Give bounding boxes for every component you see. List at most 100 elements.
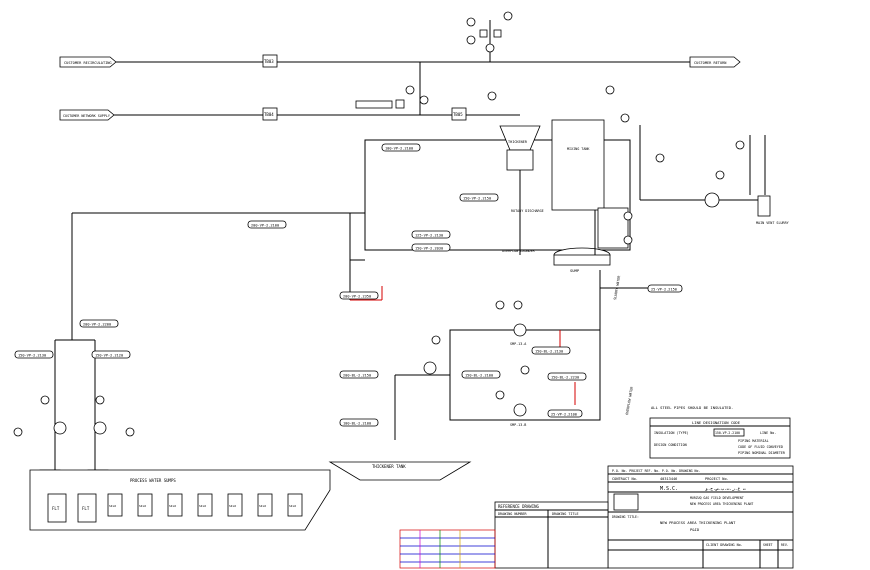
- svg-text:FLT: FLT: [82, 506, 90, 511]
- svg-text:CUSTOMER RECIRCULATING: CUSTOMER RECIRCULATING: [64, 61, 112, 65]
- line-tag: 100-VP-2.2100: [381, 143, 421, 152]
- svg-text:LINE No.: LINE No.: [760, 431, 776, 435]
- svg-text:M.S.C.: M.S.C.: [660, 486, 678, 492]
- sump-silos: SILO SILO SILO SILO SILO SILO SILO: [107, 493, 303, 517]
- left-pump-group: [13, 339, 135, 479]
- svg-text:200-VP-2.2350: 200-VP-2.2350: [343, 294, 371, 298]
- stream-label-left-top: CUSTOMER RECIRCULATING: [59, 56, 117, 68]
- line-tag: 200-VP-2.2100: [247, 220, 287, 229]
- svg-text:SUMP: SUMP: [570, 268, 580, 273]
- svg-text:ت ع.ر.ت.ب.ص.ح.و: ت ع.ر.ت.ب.ص.ح.و: [705, 487, 746, 492]
- svg-text:CUSTOMER RETURN: CUSTOMER RETURN: [694, 61, 726, 65]
- svg-text:SILO: SILO: [169, 504, 176, 508]
- svg-text:SILO: SILO: [289, 504, 296, 508]
- svg-text:ROTARY DISCHARGE: ROTARY DISCHARGE: [511, 209, 544, 213]
- line-tag: 150-VP-2.2150: [459, 193, 499, 202]
- svg-text:SILO: SILO: [109, 504, 116, 508]
- svg-text:25-VP-2.2150: 25-VP-2.2150: [651, 287, 677, 291]
- svg-text:150-VP-2.2030: 150-VP-2.2030: [415, 246, 443, 250]
- svg-text:DRAWING TITLE: DRAWING TITLE: [552, 512, 579, 516]
- line-tag: 25-VP-2.2100: [547, 409, 583, 418]
- svg-text:CLIENT DRAWING No.: CLIENT DRAWING No.: [706, 543, 743, 547]
- svg-text:TB04: TB04: [264, 112, 274, 117]
- line-tag: 150-BL-2.2130: [531, 346, 571, 355]
- svg-text:40313446: 40313446: [660, 477, 677, 481]
- svg-text:150-VP-2.2120: 150-VP-2.2120: [95, 353, 123, 357]
- svg-text:150-VP-2.2100: 150-VP-2.2100: [715, 431, 740, 435]
- line-tag: 200-VP-2.2200: [79, 319, 119, 328]
- svg-text:REFERENCE DRAWING: REFERENCE DRAWING: [498, 504, 540, 509]
- line-tag: 150-VP-2.2120: [91, 350, 131, 359]
- line-tag: 100-BL-2.2100: [339, 418, 379, 427]
- top-instrument-cluster: [355, 11, 513, 115]
- feed-header: [71, 212, 383, 340]
- line-tag: 150-VP-2.2130: [14, 350, 54, 359]
- process-water-sumps: PROCESS WATER SUMPS FLT FLT SILO SILO SI…: [29, 469, 331, 531]
- line-tags: 100-VP-2.2100 150-VP-2.2150 125-VP-2.213…: [14, 143, 683, 427]
- svg-text:OVERFLOW WATER: OVERFLOW WATER: [625, 385, 634, 415]
- svg-text:100-VP-2.2100: 100-VP-2.2100: [385, 146, 413, 150]
- svg-text:MURZUQ GAS FIELD DEVELOPMENT: MURZUQ GAS FIELD DEVELOPMENT: [690, 496, 744, 500]
- title-block: P.O. No. PROJECT REF. No. P.O. No. DRAWI…: [607, 465, 794, 569]
- svg-text:SMP-13-B: SMP-13-B: [510, 423, 526, 427]
- line-tag: 125-VP-2.2130: [411, 230, 451, 239]
- svg-text:MIXING TANK: MIXING TANK: [567, 147, 590, 151]
- line-tag: 150-VP-2.2030: [411, 243, 451, 252]
- svg-text:SILO: SILO: [199, 504, 206, 508]
- svg-text:PIPING NOMINAL DIAMETER: PIPING NOMINAL DIAMETER: [738, 451, 786, 455]
- svg-text:SILO: SILO: [139, 504, 146, 508]
- reference-drawing-table: REFERENCE DRAWING DRAWING NUMBER DRAWING…: [494, 501, 609, 569]
- svg-text:CUSTOMER NETWORK SUPPLY: CUSTOMER NETWORK SUPPLY: [63, 114, 110, 118]
- thickener-area: THICKENER MIXING TANK SUMP ROTARY DISCHA…: [364, 119, 633, 273]
- pump-area: SMP-13-A SMP-13-B: [394, 300, 601, 440]
- svg-text:NEW PROCESS AREA THICKENING PL: NEW PROCESS AREA THICKENING PLANT: [690, 502, 753, 506]
- svg-text:SMP-13-A: SMP-13-A: [510, 342, 526, 346]
- svg-text:THICKENER TANK: THICKENER TANK: [372, 464, 406, 469]
- svg-text:THICKENER: THICKENER: [508, 140, 528, 144]
- revision-table: [399, 529, 496, 569]
- header-lines: [60, 61, 690, 116]
- thickener-tank: THICKENER TANK: [328, 461, 472, 481]
- svg-text:P&ID: P&ID: [690, 527, 700, 532]
- svg-text:TB03: TB03: [264, 59, 274, 64]
- svg-text:SLURRY WATER: SLURRY WATER: [613, 274, 621, 300]
- svg-text:MAIN VENT SLURRY: MAIN VENT SLURRY: [756, 221, 789, 225]
- line-tag: 200-BL-2.2150: [339, 370, 379, 379]
- tag-boxes: TB03 TB04 TB05: [262, 54, 467, 121]
- svg-text:FLT: FLT: [52, 506, 60, 511]
- svg-text:TB05: TB05: [453, 112, 463, 117]
- stream-label-left-mid: CUSTOMER NETWORK SUPPLY: [59, 109, 115, 121]
- svg-text:200-BL-2.2150: 200-BL-2.2150: [343, 373, 371, 377]
- svg-text:DRAWING TITLE:: DRAWING TITLE:: [612, 515, 639, 519]
- svg-text:INSULATION (TYPE): INSULATION (TYPE): [654, 431, 689, 435]
- svg-text:NEW PROCESS AREA THICKENING PL: NEW PROCESS AREA THICKENING PLANT: [660, 520, 736, 525]
- svg-text:SHEET: SHEET: [763, 543, 773, 547]
- insulation-note: ALL STEEL PIPES SHOULD BE INSULATED.: [651, 405, 733, 410]
- line-designation-legend: LINE DESIGNATION CODE INSULATION (TYPE) …: [649, 417, 791, 459]
- svg-text:25-VP-2.2100: 25-VP-2.2100: [551, 412, 577, 416]
- svg-text:CONTRACT No.: CONTRACT No.: [612, 477, 638, 481]
- right-vent-area: MAIN VENT SLURRY SLURRY WATER OVERFLOW W…: [599, 85, 789, 420]
- svg-text:150-BL-2.2230: 150-BL-2.2230: [551, 375, 579, 379]
- svg-text:SILO: SILO: [259, 504, 266, 508]
- svg-text:SILO: SILO: [229, 504, 236, 508]
- svg-text:200-VP-2.2200: 200-VP-2.2200: [83, 322, 111, 326]
- svg-text:P.O. No. PROJECT REF. No.: P.O. No. PROJECT REF. No. P.O. No. DRAWI…: [612, 469, 700, 473]
- svg-text:150-BL-2.2100: 150-BL-2.2100: [465, 373, 493, 377]
- svg-text:PIPING MATERIAL: PIPING MATERIAL: [738, 439, 769, 443]
- svg-text:PROCESS WATER SUMPS: PROCESS WATER SUMPS: [130, 478, 176, 483]
- svg-text:DESIGN CONDITION: DESIGN CONDITION: [654, 443, 687, 447]
- svg-text:150-BL-2.2130: 150-BL-2.2130: [535, 349, 563, 353]
- svg-text:200-VP-2.2100: 200-VP-2.2100: [251, 223, 279, 227]
- line-tag: 150-BL-2.2230: [547, 372, 587, 381]
- svg-text:PROJECT No.: PROJECT No.: [705, 477, 729, 481]
- svg-text:150-VP-2.2130: 150-VP-2.2130: [18, 353, 46, 357]
- svg-text:DRAWING NUMBER: DRAWING NUMBER: [498, 512, 528, 516]
- line-tag: 150-BL-2.2100: [461, 370, 501, 379]
- svg-text:CODE OF FLUID CONVEYED: CODE OF FLUID CONVEYED: [738, 445, 783, 449]
- svg-text:REV.: REV.: [781, 543, 789, 547]
- line-tag: 200-VP-2.2350: [339, 291, 379, 300]
- svg-text:150-VP-2.2150: 150-VP-2.2150: [463, 196, 491, 200]
- svg-text:LINE DESIGNATION CODE: LINE DESIGNATION CODE: [692, 420, 741, 425]
